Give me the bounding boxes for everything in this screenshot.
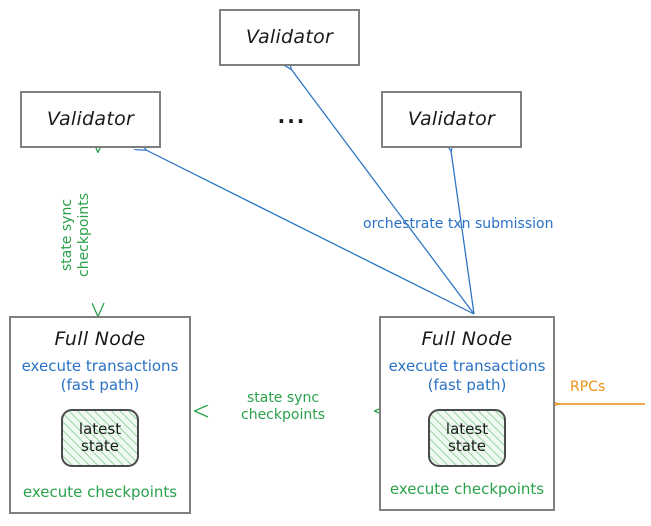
full-node-right-fast-path-line1: execute transactions: [388, 357, 546, 375]
full-node-left-fast-path-line1: execute transactions: [21, 357, 179, 375]
edge-label-state-sync-horizontal-line2: checkpoints: [241, 407, 325, 423]
edge-label-state-sync-horizontal: state sync checkpoints: [228, 390, 338, 424]
full-node-right-fast-path-line2: (fast path): [427, 376, 507, 394]
full-node-left-latest-state-line2: state: [81, 437, 119, 455]
edge-orchestrate-to-validator-right: [451, 151, 475, 315]
edge-orchestrate-to-validator-left: [146, 150, 475, 315]
full-node-right-latest-state-line2: state: [448, 437, 486, 455]
full-node-left-latest-state-line1: latest: [78, 420, 122, 438]
validator-right-label: Validator: [407, 107, 496, 130]
full-node-left-title: Full Node: [54, 328, 146, 350]
validator-box-top[interactable]: Validator: [219, 9, 360, 66]
validators-ellipsis: ...: [277, 104, 307, 128]
full-node-right-title: Full Node: [421, 328, 513, 350]
full-node-right-latest-state-box: latest state: [428, 409, 506, 467]
edge-label-orchestrate-txn-submission: orchestrate txn submission: [363, 216, 554, 232]
full-node-box-left[interactable]: Full Node execute transactions (fast pat…: [9, 316, 191, 514]
full-node-right-latest-state-line1: latest: [445, 420, 489, 438]
edge-label-state-sync-vertical-line1: state sync: [59, 198, 75, 272]
full-node-right-execute-checkpoints: execute checkpoints: [389, 480, 545, 498]
full-node-right-fast-path: execute transactions (fast path): [381, 357, 553, 395]
validator-box-left[interactable]: Validator: [20, 91, 161, 148]
full-node-box-right[interactable]: Full Node execute transactions (fast pat…: [379, 316, 555, 511]
validator-left-label: Validator: [46, 107, 135, 130]
full-node-left-latest-state-box: latest state: [61, 409, 139, 467]
edge-orchestrate-to-validator-top: [291, 69, 475, 315]
edge-label-state-sync-vertical: state sync checkpoints: [59, 175, 93, 295]
full-node-left-fast-path: execute transactions (fast path): [11, 357, 189, 395]
full-node-left-fast-path-line2: (fast path): [60, 376, 140, 394]
edge-label-rpcs: RPCs: [570, 379, 606, 395]
edge-label-state-sync-vertical-line2: checkpoints: [76, 193, 92, 277]
full-node-left-execute-checkpoints: execute checkpoints: [22, 483, 178, 501]
validator-top-label: Validator: [245, 25, 334, 48]
validator-box-right[interactable]: Validator: [381, 91, 522, 148]
edge-label-state-sync-horizontal-line1: state sync: [246, 390, 320, 406]
